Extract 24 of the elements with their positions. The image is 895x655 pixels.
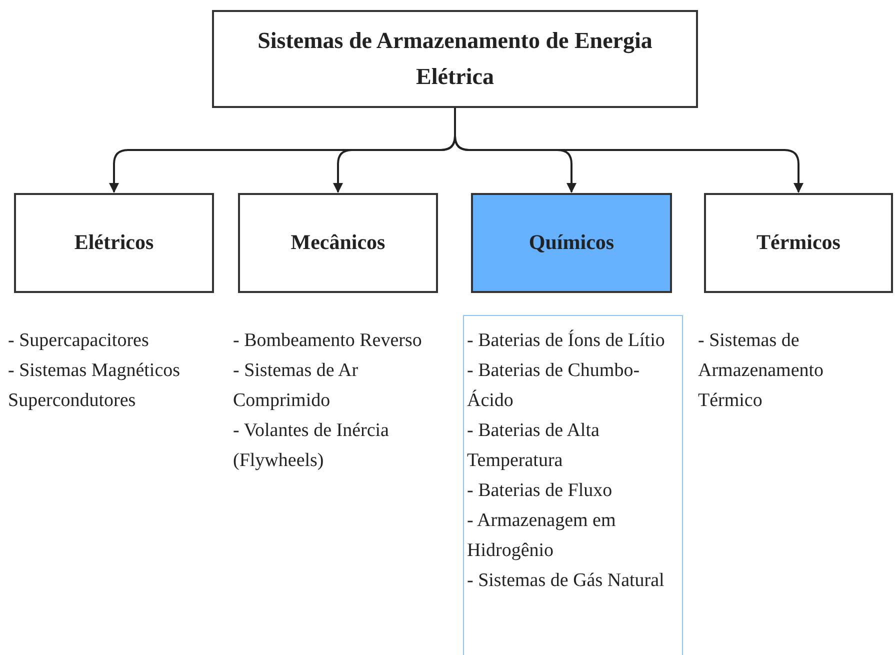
category-title: Térmicos <box>756 229 840 256</box>
list-item: - Sistemas de Gás Natural <box>467 569 666 593</box>
category-box <box>238 193 438 293</box>
category-title: Mecânicos <box>290 229 386 256</box>
list-box <box>463 315 683 655</box>
category-box <box>704 193 893 293</box>
list-item: - Supercapacitores <box>8 329 150 353</box>
list-item: - Sistemas Magnéticos Supercondutores <box>8 359 182 413</box>
list-item: - Sistemas de Armazenamento Térmico <box>698 329 825 413</box>
list-item: - Baterias de Chumbo-Ácido <box>467 359 641 413</box>
list-item: - Baterias de Alta Temperatura <box>467 419 600 473</box>
list-item: - Sistemas de Ar Comprimido <box>233 359 360 413</box>
list-item: - Volantes de Inércia (Flywheels) <box>233 419 390 473</box>
arrow <box>454 108 804 193</box>
category-box <box>14 193 214 293</box>
list-item: - Baterias de Fluxo <box>467 479 614 503</box>
list-item: - Bombeamento Reverso <box>233 329 423 353</box>
list-item: - Armazenagem em Hidrogênio <box>467 509 617 563</box>
root-box <box>212 10 698 108</box>
list-item: - Baterias de Íons de Lítio <box>467 328 666 353</box>
category-title: Químicos <box>528 229 614 256</box>
root-title: Sistemas de Armazenamento de Energia Elétrica <box>256 27 654 91</box>
category-box <box>471 193 672 293</box>
category-title: Elétricos <box>74 229 154 256</box>
